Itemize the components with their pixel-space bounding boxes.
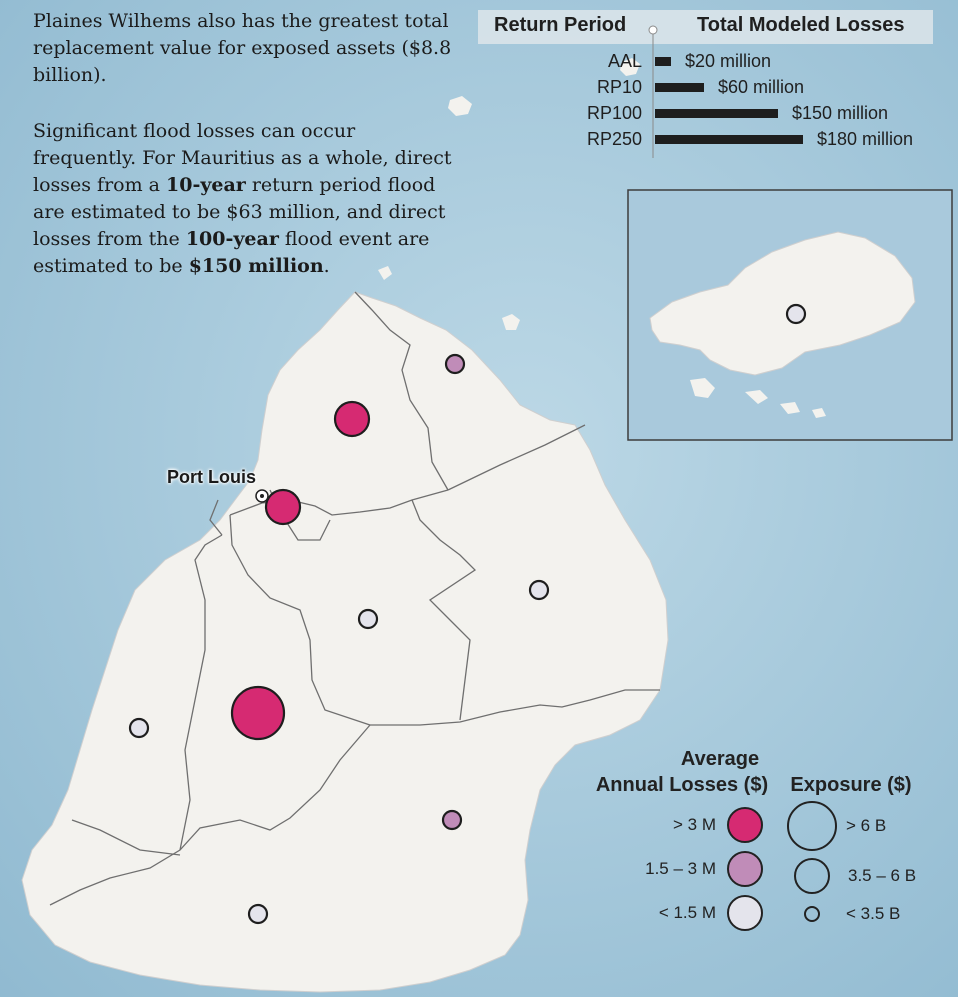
district-circle-port-louis bbox=[264, 488, 302, 526]
intro-p2-text-a: Significant flood losses can occur frequ… bbox=[33, 120, 452, 196]
intro-paragraph-2: Significant flood losses can occur frequ… bbox=[33, 118, 453, 280]
table-bar-rp10 bbox=[655, 83, 704, 92]
district-circle-grand-port bbox=[441, 809, 463, 831]
table-value-aal: $20 million bbox=[685, 51, 772, 71]
port-louis-star-icon bbox=[260, 494, 264, 498]
table-value-rp100: $150 million bbox=[792, 103, 889, 123]
legend-exposure-title: Exposure ($) bbox=[790, 774, 912, 796]
table-axis-marker bbox=[648, 25, 658, 35]
legend-aal-medium-label: 1.5 – 3 M bbox=[645, 859, 716, 878]
table-col-return-period: Return Period bbox=[494, 14, 627, 36]
intro-p2-text-c: return period flood are estimated to be … bbox=[33, 174, 446, 250]
legend-exposure-large-label: > 6 B bbox=[846, 816, 887, 835]
table-row-aal-label: AAL bbox=[607, 51, 642, 71]
table-bar-aal bbox=[655, 57, 671, 66]
district-circle-rodrigues bbox=[785, 303, 807, 325]
islet-north-2 bbox=[448, 96, 472, 116]
intro-paragraph-1: Plaines Wilhems also has the greatest to… bbox=[33, 10, 452, 86]
legend-exposure-medium-label: 3.5 – 6 B bbox=[848, 866, 917, 885]
rodrigues-island bbox=[649, 231, 916, 376]
table-value-rp250: $180 million bbox=[817, 129, 914, 149]
district-borders bbox=[49, 291, 660, 906]
mauritius-island bbox=[21, 291, 669, 993]
district-circle-flacq bbox=[528, 579, 550, 601]
islet-north-3 bbox=[502, 314, 520, 330]
legend-exposure-circles bbox=[787, 801, 837, 922]
legend-aal-low-icon bbox=[727, 895, 763, 931]
district-circle-black-river bbox=[128, 717, 150, 739]
legend-aal-circles bbox=[727, 807, 763, 931]
district-circle-riviere-du-rempart bbox=[444, 353, 466, 375]
table-bar-rp250 bbox=[655, 135, 803, 144]
legend-exposure-small-label: < 3.5 B bbox=[846, 904, 901, 923]
district-circle-plaines-wilhems bbox=[230, 685, 286, 741]
legend-aal-low-label: < 1.5 M bbox=[658, 903, 716, 922]
legend-exposure-small-icon bbox=[804, 906, 820, 922]
district-circle-moka bbox=[357, 608, 379, 630]
table-row-rp100-label: RP100 bbox=[586, 103, 642, 123]
intro-p2-bold-10yr: 10-year bbox=[166, 174, 246, 196]
legend-aal-high-label: > 3 M bbox=[673, 815, 716, 834]
district-circle-pamplemousses bbox=[333, 400, 371, 438]
islet-north-4 bbox=[378, 266, 392, 280]
intro-p2-text-e: . bbox=[323, 255, 330, 277]
legend-aal-medium-icon bbox=[727, 851, 763, 887]
legend-exposure-large-icon bbox=[787, 801, 837, 851]
legend-aal-title-line2: Annual Losses ($) bbox=[595, 774, 769, 796]
legend-aal-high-icon bbox=[727, 807, 763, 843]
table-row-rp250-label: RP250 bbox=[586, 129, 642, 149]
intro-p2-bold-100yr: 100-year bbox=[185, 228, 279, 250]
legend-aal-title-line1: Average bbox=[680, 748, 760, 770]
table-bar-rp100 bbox=[655, 109, 778, 118]
intro-p2-bold-amount: $150 million bbox=[188, 255, 324, 277]
table-col-total-losses: Total Modeled Losses bbox=[697, 14, 905, 36]
city-label-port-louis: Port Louis bbox=[167, 467, 256, 487]
intro-p2-text-d: flood event are estimated to be bbox=[33, 228, 430, 277]
district-circle-savanne bbox=[247, 903, 269, 925]
rodrigues-south-islets bbox=[690, 378, 826, 418]
table-header-band bbox=[478, 10, 933, 44]
table-row-rp10-label: RP10 bbox=[596, 77, 642, 97]
table-value-rp10: $60 million bbox=[718, 77, 805, 97]
islet-north-1 bbox=[620, 58, 640, 76]
legend-exposure-medium-icon bbox=[794, 858, 830, 894]
